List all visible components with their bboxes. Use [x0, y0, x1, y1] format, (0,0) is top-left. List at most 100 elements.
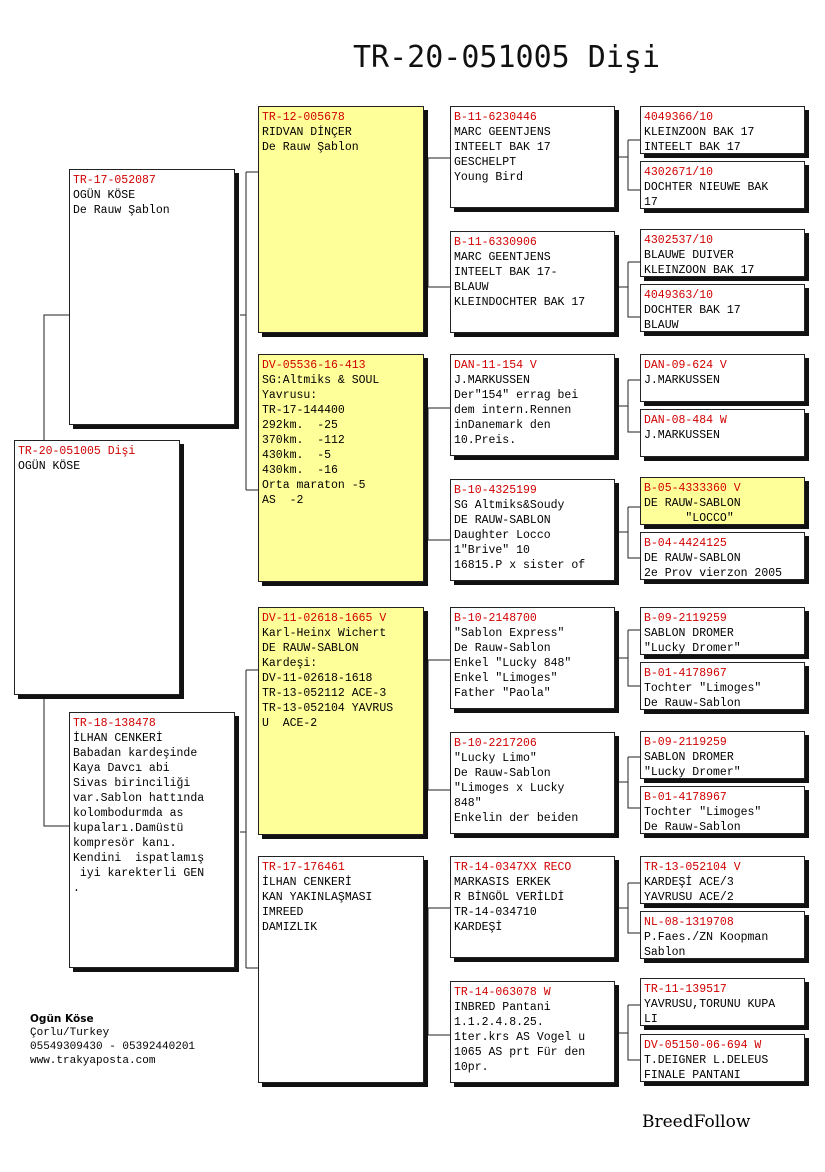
box-line: TR-13-052112 ACE-3 [262, 687, 387, 700]
pedigree-box-gen2-3: DV-11-02618-1665 V Karl-Heinx Wichert DE… [258, 607, 424, 835]
box-line: "Lucky Dromer" [644, 766, 741, 779]
ring-number: DV-11-02618-1665 V [262, 612, 387, 625]
box-line: De Rauw Şablon [262, 141, 359, 154]
box-line: YAVRUSU ACE/2 [644, 891, 734, 904]
box-line: DOCHTER BAK 17 [644, 304, 741, 317]
box-line: "Limoges x Lucky [454, 782, 565, 795]
box-line: 10pr. [454, 1061, 489, 1074]
pedigree-box-gen4-11: B-09-2119259 SABLON DROMER "Lucky Dromer… [640, 731, 805, 779]
ring-number: B-04-4424125 [644, 537, 727, 550]
pedigree-box-gen4-9: B-09-2119259 SABLON DROMER "Lucky Dromer… [640, 607, 805, 655]
box-line: 430km. -16 [262, 464, 338, 477]
pedigree-box-gen4-14: NL-08-1319708 P.Faes./ZN Koopman Sablon [640, 911, 805, 959]
box-line: var.Sablon hattında [73, 792, 205, 805]
box-line: Der"154" errag bei [454, 389, 579, 402]
box-line: RIDVAN DİNÇER [262, 126, 352, 139]
box-line: . [73, 882, 80, 895]
box-line: INBRED Pantani [454, 1001, 551, 1014]
box-line: Sivas birinciliği [73, 777, 191, 790]
ring-number: 4049366/10 [644, 111, 714, 124]
box-line: Tochter "Limoges" [644, 806, 762, 819]
box-line: AS -2 [262, 494, 304, 507]
box-line: De Rauw-Sablon [454, 642, 551, 655]
box-line: SG:Altmiks & SOUL [262, 374, 380, 387]
pedigree-box-gen4-2: 4302671/10 DOCHTER NIEUWE BAK 17 [640, 161, 805, 209]
box-line: 10.Preis. [454, 434, 517, 447]
pedigree-box-gen4-5: DAN-09-624 V J.MARKUSSEN [640, 354, 805, 402]
box-line: "Lucky Limo" [454, 752, 537, 765]
box-line: iyi karekterli GEN [73, 867, 205, 880]
box-line: Enkelin der beiden [454, 812, 579, 825]
ring-number: TR-17-052087 [73, 174, 156, 187]
box-line: kupaları.Damüstü [73, 822, 184, 835]
brand-logo-text: BreedFollow [642, 1112, 751, 1132]
box-line: 1.1.2.4.8.25. [454, 1016, 544, 1029]
box-line: P.Faes./ZN Koopman [644, 931, 769, 944]
breeder-city: Çorlu/Turkey [30, 1027, 110, 1039]
box-line: dem intern.Rennen [454, 404, 572, 417]
box-line: YAVRUSU,TORUNU KUPA [644, 998, 776, 1011]
pedigree-box-gen3-1: B-11-6230446 MARC GEENTJENS INTEELT BAK … [450, 106, 615, 208]
box-line: Kardeşi: [262, 657, 318, 670]
box-line: TR-14-034710 [454, 906, 537, 919]
box-line: Young Bird [454, 171, 524, 184]
ring-number: TR-12-005678 [262, 111, 345, 124]
box-line: R BİNGÖL VERİLDİ [454, 891, 565, 904]
ring-number: B-10-4325199 [454, 484, 537, 497]
box-line: U ACE-2 [262, 717, 318, 730]
pedigree-box-gen3-5: B-10-2148700 "Sablon Express" De Rauw-Sa… [450, 607, 615, 709]
box-line: De Rauw-Sablon [454, 767, 551, 780]
ring-number: B-10-2217206 [454, 737, 537, 750]
box-line: DE RAUW-SABLON [262, 642, 359, 655]
pedigree-box-gen2-1: TR-12-005678 RIDVAN DİNÇER De Rauw Şablo… [258, 106, 424, 333]
box-line: DAMIZLIK [262, 921, 318, 934]
box-line: SABLON DROMER [644, 627, 734, 640]
box-line: TR-13-052104 YAVRUS [262, 702, 394, 715]
ring-number: B-01-4178967 [644, 667, 727, 680]
ring-number: B-09-2119259 [644, 612, 727, 625]
pedigree-box-gen4-3: 4302537/10 BLAUWE DUIVER KLEINZOON BAK 1… [640, 229, 805, 277]
box-line: TR-17-144400 [262, 404, 345, 417]
box-line: J.MARKUSSEN [644, 374, 720, 387]
ring-number: B-11-6230446 [454, 111, 537, 124]
box-line: OGÜN KÖSE [18, 460, 81, 473]
box-line: Tochter "Limoges" [644, 682, 762, 695]
box-line: BLAUWE DUIVER [644, 249, 734, 262]
ring-number: DV-05150-06-694 W [644, 1039, 762, 1052]
box-line: kolombodurmda as [73, 807, 184, 820]
box-line: İLHAN CENKERİ [73, 732, 163, 745]
pedigree-box-subject: TR-20-051005 Dişi OGÜN KÖSE [14, 440, 180, 695]
box-line: 1065 AS prt Für den [454, 1046, 586, 1059]
box-line: "Lucky Dromer" [644, 642, 741, 655]
box-line: SG Altmiks&Soudy [454, 499, 565, 512]
box-line: Kaya Davcı abi [73, 762, 170, 775]
pedigree-box-sire: TR-17-052087 OGÜN KÖSE De Rauw Şablon [69, 169, 235, 425]
ring-number: B-11-6330906 [454, 236, 537, 249]
box-line: De Rauw Şablon [73, 204, 170, 217]
pedigree-box-gen4-10: B-01-4178967 Tochter "Limoges" De Rauw-S… [640, 662, 805, 710]
pedigree-box-gen2-4: TR-17-176461 İLHAN CENKERİ KAN YAKINLAŞM… [258, 856, 424, 1083]
box-line: OGÜN KÖSE [73, 189, 136, 202]
box-line: Enkel "Lucky 848" [454, 657, 572, 670]
pedigree-box-gen3-3: DAN-11-154 V J.MARKUSSEN Der"154" errag … [450, 354, 615, 456]
box-line: J.MARKUSSEN [644, 429, 720, 442]
box-line: 2e Prov vierzon 2005 [644, 567, 783, 580]
ring-number: 4049363/10 [644, 289, 714, 302]
ring-number: DAN-08-484 W [644, 414, 727, 427]
box-line: 292km. -25 [262, 419, 338, 432]
box-line: "LOCCO" [644, 512, 734, 525]
box-line: DE RAUW-SABLON [454, 514, 551, 527]
box-line: 17 [644, 196, 658, 209]
pedigree-box-gen2-2: DV-05536-16-413 SG:Altmiks & SOUL Yavrus… [258, 354, 424, 582]
ring-number: B-05-4333360 V [644, 482, 741, 495]
ring-number: TR-14-0347XX RECO [454, 861, 572, 874]
pedigree-box-gen4-7: B-05-4333360 V DE RAUW-SABLON "LOCCO" [640, 477, 805, 525]
box-line: Sablon [644, 946, 686, 959]
box-line: INTEELT BAK 17 [644, 141, 741, 154]
pedigree-box-gen3-7: TR-14-0347XX RECO MARKASIS ERKEK R BİNGÖ… [450, 856, 615, 958]
box-line: Babadan kardeşinde [73, 747, 198, 760]
pedigree-box-gen3-8: TR-14-063078 W INBRED Pantani 1.1.2.4.8.… [450, 981, 615, 1083]
ring-number: NL-08-1319708 [644, 916, 734, 929]
box-line: KAN YAKINLAŞMASI [262, 891, 373, 904]
